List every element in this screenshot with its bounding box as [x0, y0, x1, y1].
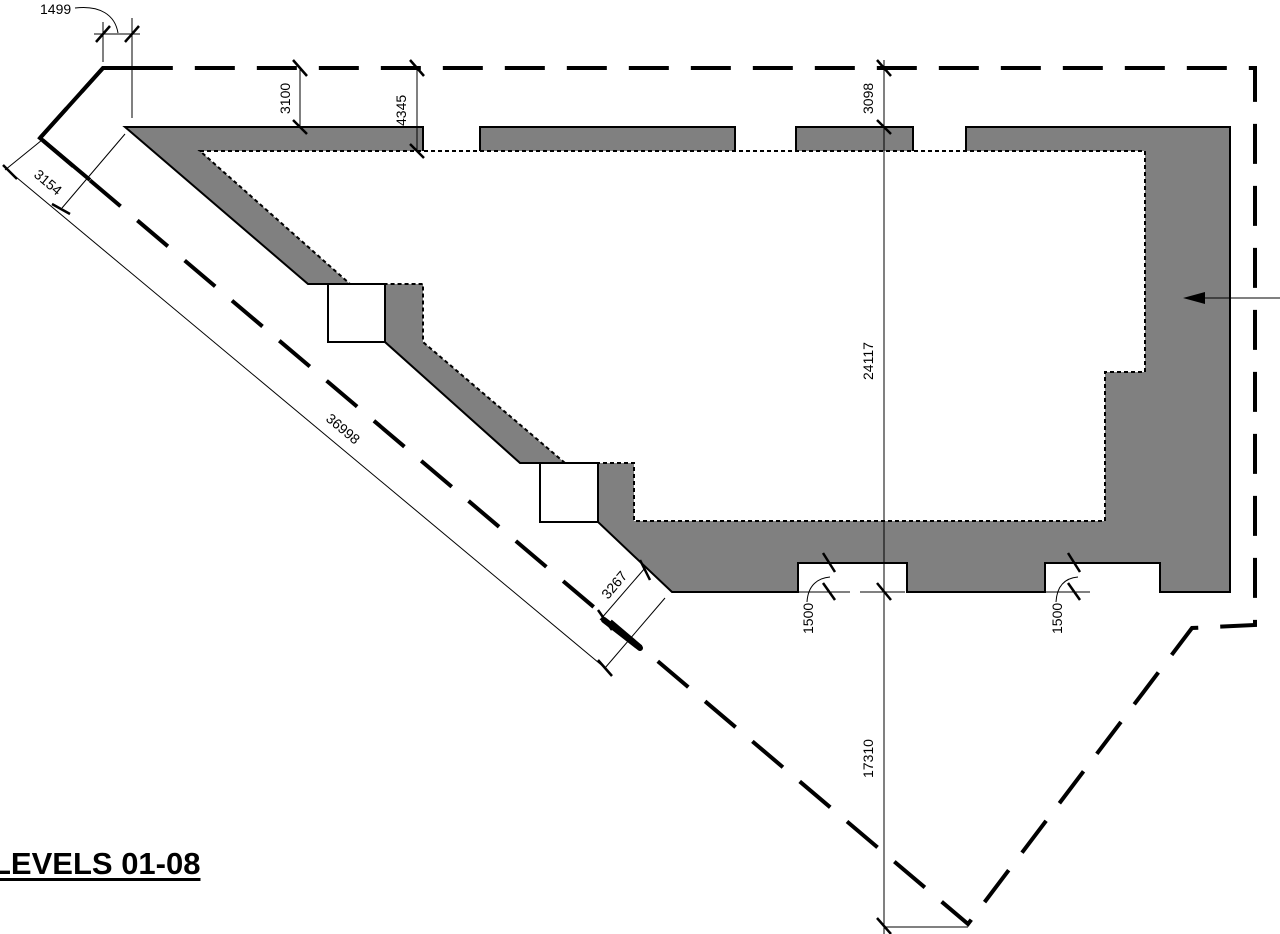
dim-3098: 3098	[860, 83, 876, 114]
boundary-marker	[601, 617, 643, 651]
dimension-ticks	[2, 25, 1082, 934]
arrow-icon	[1183, 292, 1205, 304]
dim-36998: 36998	[323, 410, 363, 447]
dim-17310: 17310	[860, 739, 876, 778]
dim-3267: 3267	[598, 568, 630, 602]
floor-area	[197, 150, 1146, 522]
dim-1499: 1499	[40, 1, 71, 17]
balcony-void-1	[327, 283, 386, 343]
dimension-lines	[4, 6, 1280, 934]
dim-4345: 4345	[393, 95, 409, 126]
dim-24117: 24117	[860, 342, 876, 380]
balcony-void-2	[539, 462, 599, 523]
dim-1500-b: 1500	[1049, 603, 1065, 634]
wall-gaps	[424, 124, 965, 151]
dim-3100: 3100	[277, 83, 293, 114]
drawing-title: LEVELS 01-08	[0, 846, 201, 881]
gap-edges	[422, 127, 967, 151]
dim-1500-a: 1500	[800, 603, 816, 634]
